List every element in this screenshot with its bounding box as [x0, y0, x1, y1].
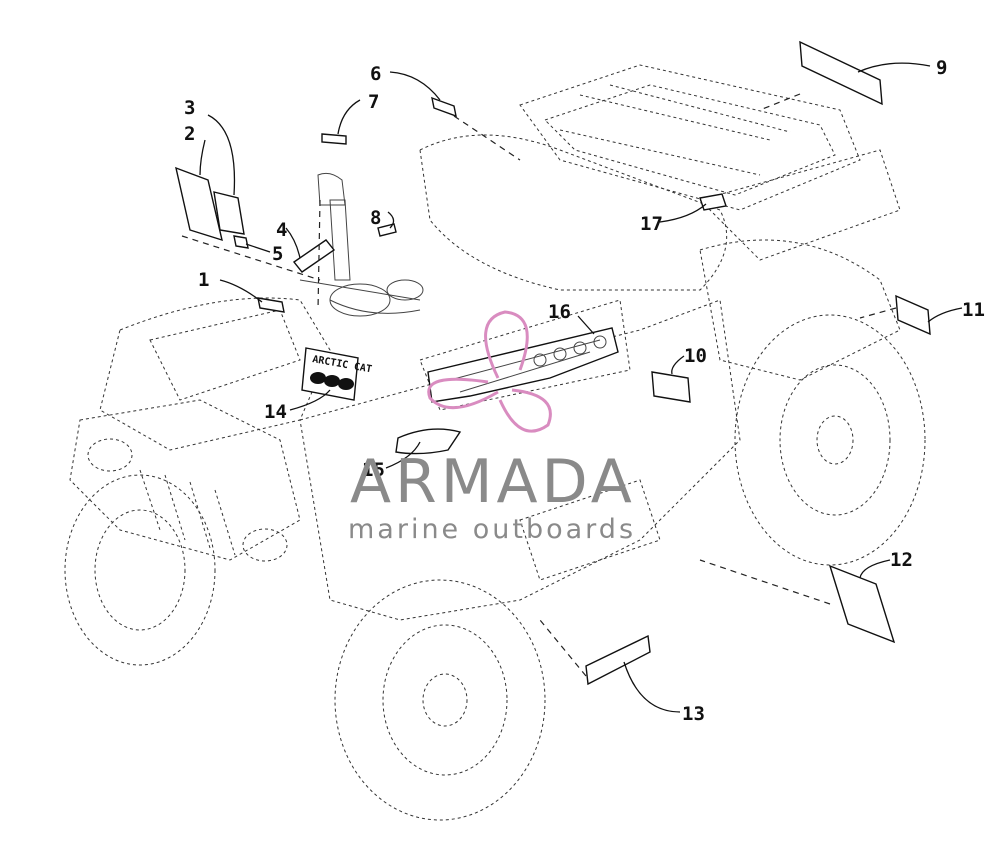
callout-4: 4	[276, 219, 287, 241]
decal-6	[431, 96, 457, 118]
decal-15	[395, 428, 462, 455]
decal-9	[799, 40, 883, 106]
decal-17	[699, 193, 727, 211]
decal-14: ARCTIC CAT	[301, 347, 373, 401]
callout-3: 3	[184, 97, 195, 119]
callout-6: 6	[370, 63, 381, 85]
watermark-tagline: marine outboards	[348, 514, 636, 545]
decal-11	[895, 294, 931, 336]
callouts: 1 2 3 4 5 6 7 8 9 10 11 12 13 14 15 16 1…	[184, 57, 985, 725]
watermark-brand: ARMADA	[350, 447, 636, 517]
watermark: ARMADA marine outboards	[348, 310, 636, 545]
decal-12	[828, 564, 896, 644]
decal-13	[585, 634, 651, 686]
callout-9: 9	[936, 57, 947, 79]
callout-5: 5	[272, 243, 283, 265]
callout-11: 11	[962, 299, 985, 321]
leader-lines	[181, 62, 963, 713]
decals: ARCTIC CAT	[175, 40, 931, 686]
callout-17: 17	[640, 213, 663, 235]
callout-7: 7	[368, 91, 379, 113]
callout-15: 15	[362, 459, 385, 481]
callout-12: 12	[890, 549, 913, 571]
callout-13: 13	[682, 703, 705, 725]
decal-4	[292, 239, 336, 273]
callout-14: 14	[264, 401, 287, 423]
decal-2	[175, 166, 223, 242]
decal-10	[651, 371, 691, 403]
decal-5	[233, 235, 249, 249]
propeller-logo-icon	[427, 310, 552, 433]
callout-2: 2	[184, 123, 195, 145]
decal-7	[321, 133, 347, 145]
callout-16: 16	[548, 301, 571, 323]
callout-10: 10	[684, 345, 707, 367]
decal-3	[213, 191, 245, 235]
atv-outline	[64, 64, 926, 821]
decal-1	[257, 297, 285, 313]
decal-16-emblems	[533, 335, 607, 367]
callout-8: 8	[370, 207, 381, 229]
callout-1: 1	[198, 269, 209, 291]
